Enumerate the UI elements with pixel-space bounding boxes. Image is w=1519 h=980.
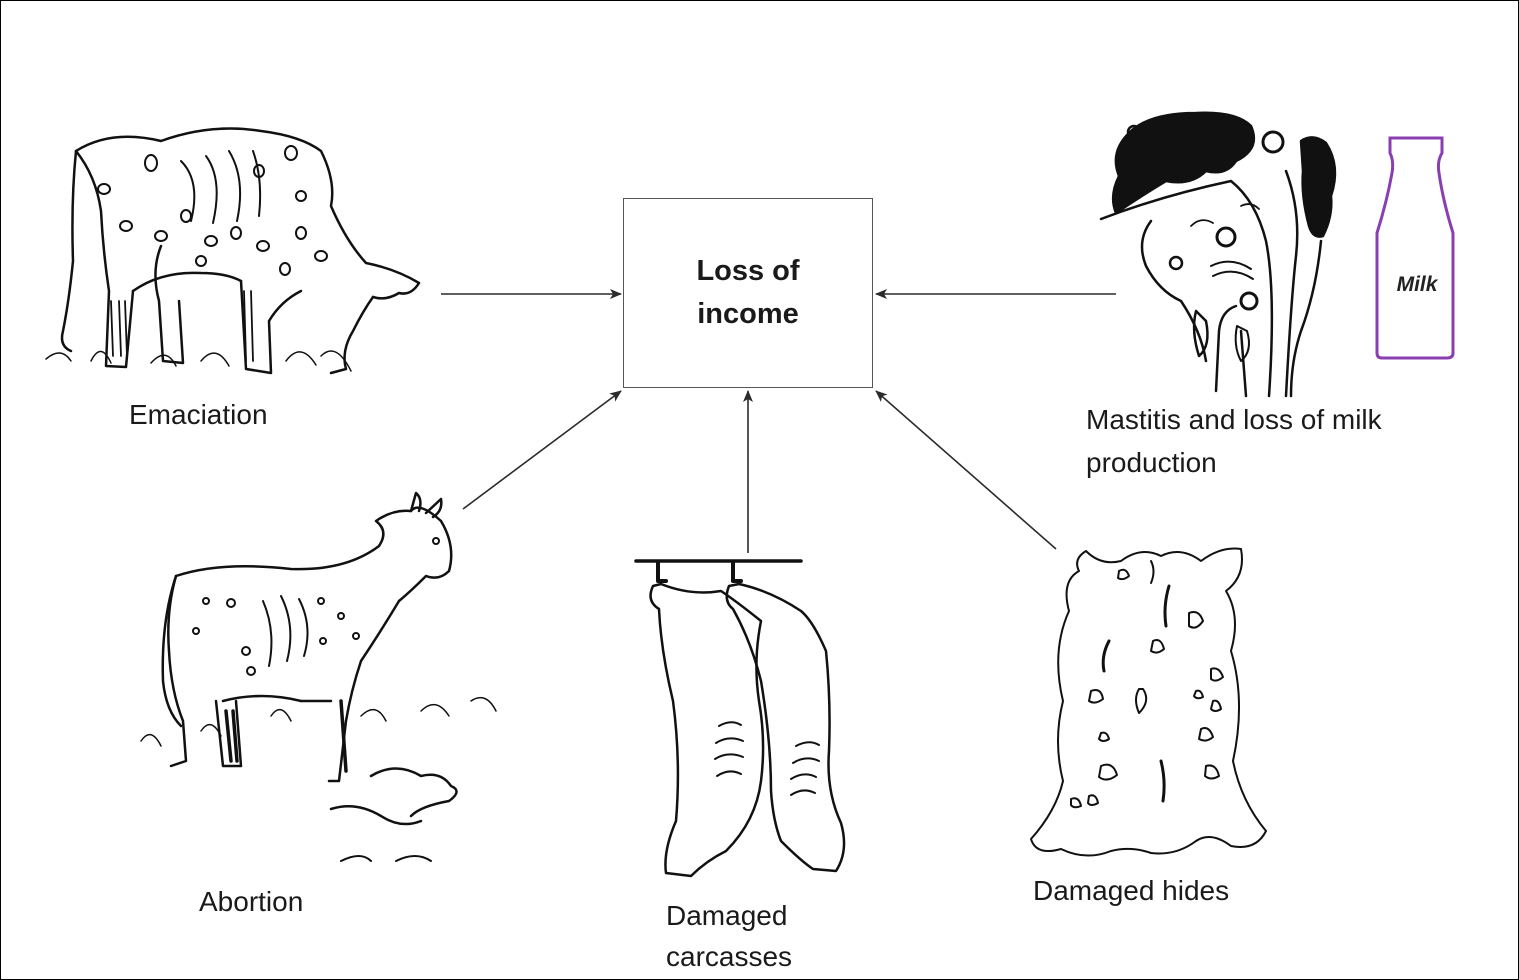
arrow-abortion — [463, 391, 621, 509]
milk-bottle-icon — [1377, 138, 1453, 358]
label-damaged-hides: Damaged hides — [1033, 870, 1229, 912]
label-carcasses-line2: carcasses — [666, 936, 792, 978]
arrow-hides — [876, 391, 1056, 549]
center-label: Loss of income — [673, 250, 823, 336]
milk-bottle-label: Milk — [1389, 273, 1445, 297]
label-mastitis-line2: production — [1086, 442, 1217, 484]
label-carcasses-line1: Damaged — [666, 895, 787, 937]
hanging-carcasses-icon — [636, 561, 844, 876]
center-box-loss-of-income: Loss of income — [623, 198, 873, 388]
udder-icon — [1101, 113, 1335, 396]
damaged-hide-icon — [1031, 549, 1266, 856]
label-emaciation: Emaciation — [129, 394, 268, 436]
label-abortion: Abortion — [199, 881, 303, 923]
label-mastitis-line1: Mastitis and loss of milk — [1086, 399, 1382, 441]
emaciated-cow-icon — [46, 129, 419, 373]
aborting-cow-icon — [141, 493, 496, 861]
